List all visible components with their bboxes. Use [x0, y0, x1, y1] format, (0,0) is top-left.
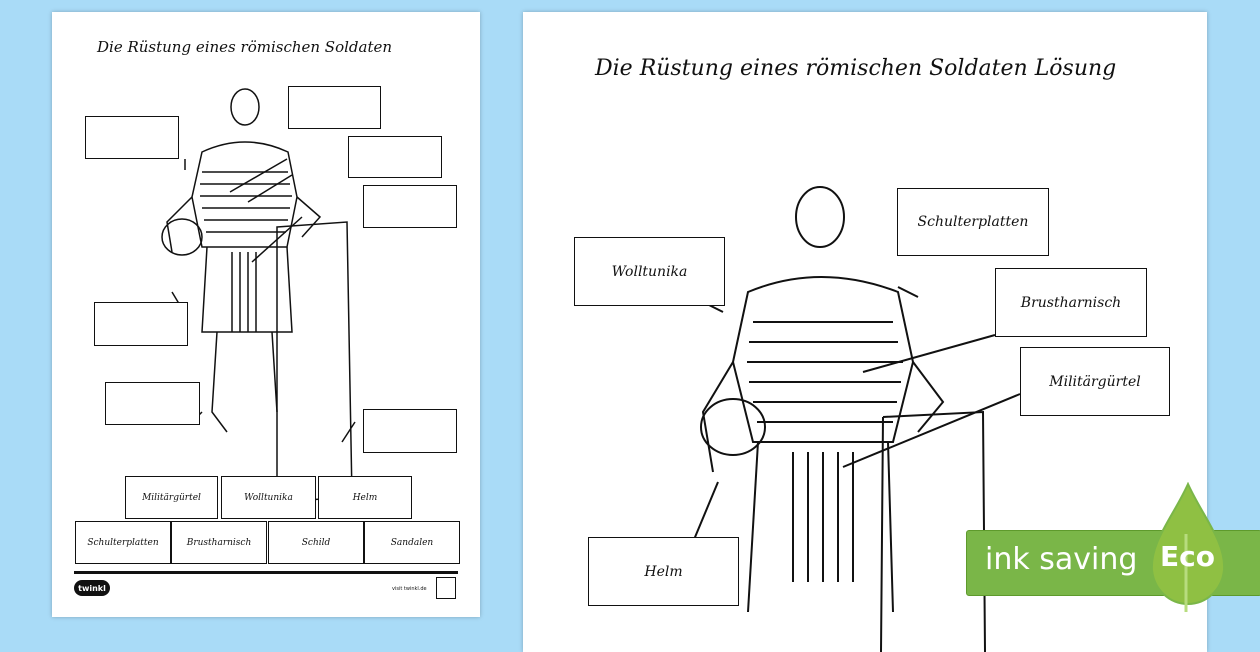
answer-label-militaerguertel: Militärgürtel — [1020, 347, 1170, 416]
blank-label-box[interactable] — [94, 302, 188, 346]
footer-url: visit twinkl.de — [392, 586, 427, 592]
blank-label-box[interactable] — [85, 116, 179, 159]
answer-label-brustharnisch: Brustharnisch — [995, 268, 1147, 337]
footer-divider — [74, 571, 458, 574]
answer-label-schulterplatten: Schulterplatten — [897, 188, 1049, 256]
blank-label-box[interactable] — [288, 86, 381, 129]
word-bank-item: Sandalen — [364, 521, 460, 564]
blank-label-box[interactable] — [105, 382, 200, 425]
blank-label-box[interactable] — [348, 136, 442, 178]
answer-label-wolltunika: Wolltunika — [574, 237, 725, 306]
word-bank-item: Brustharnisch — [171, 521, 267, 564]
word-bank-item: Schulterplatten — [75, 521, 171, 564]
worksheet-title: Die Rüstung eines römischen Soldaten — [97, 38, 393, 56]
ink-saving-text: ink saving — [985, 542, 1138, 577]
twinkl-badge-icon — [436, 577, 456, 599]
eco-leaf-icon — [1150, 482, 1226, 612]
blank-label-box[interactable] — [363, 409, 457, 453]
word-bank-item: Helm — [318, 476, 412, 519]
word-bank-item: Schild — [268, 521, 364, 564]
soldier-illustration — [692, 186, 1021, 652]
answer-label-helm: Helm — [588, 537, 739, 606]
blank-label-box[interactable] — [363, 185, 457, 228]
solution-title: Die Rüstung eines römischen Soldaten Lös… — [595, 56, 1117, 81]
word-bank-item: Wolltunika — [221, 476, 316, 519]
worksheet-page: Die Rüstung eines römischen Soldaten Mil… — [52, 12, 480, 617]
word-bank-item: Militärgürtel — [125, 476, 218, 519]
eco-label: Eco — [1160, 540, 1215, 573]
solution-page: Die Rüstung eines römischen Soldaten Lös… — [523, 12, 1207, 652]
twinkl-logo: twinkl — [74, 580, 110, 596]
